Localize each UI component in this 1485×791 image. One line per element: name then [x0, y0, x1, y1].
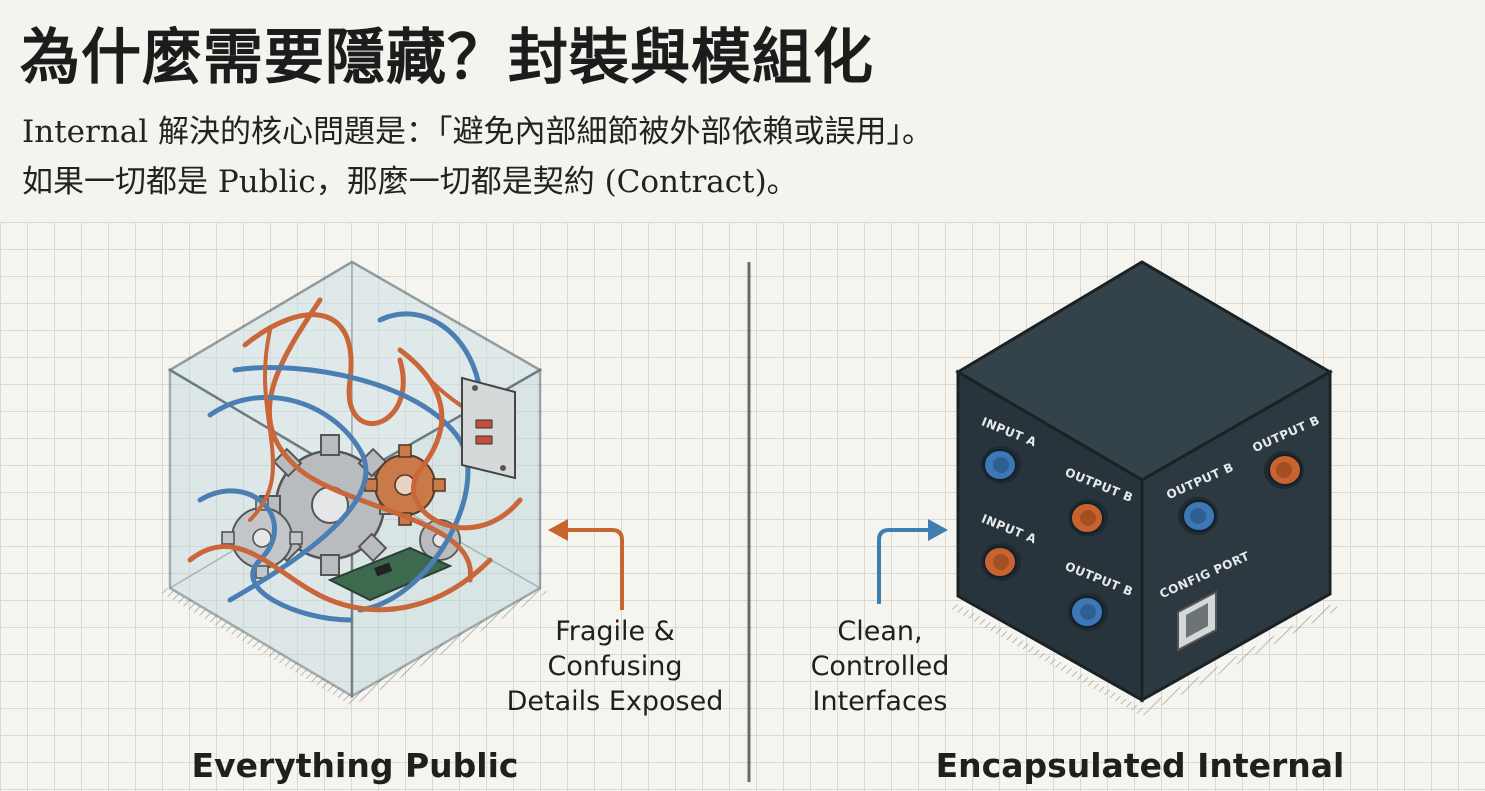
- right-caption: Encapsulated Internal: [935, 746, 1345, 785]
- page-title: 為什麼需要隱藏？封裝與模組化: [20, 23, 874, 93]
- left-arrow: [560, 528, 624, 610]
- port-output-b-3-icon: [1178, 497, 1218, 535]
- config-port-icon: [1177, 590, 1217, 652]
- left-caption: Everything Public: [191, 746, 519, 785]
- subtitle-line-2: 如果一切都是 Public，那麼一切都是契約 (Contract)。: [22, 164, 798, 200]
- port-output-b-1-icon: [1068, 499, 1108, 537]
- port-input-a-2-icon: [981, 543, 1021, 581]
- right-note-line-3: Interfaces: [812, 686, 948, 717]
- subtitle-line-1: Internal 解決的核心問題是：「避免內部細節被外部依賴或誤用」。: [22, 114, 934, 150]
- connector-plate: [461, 376, 516, 480]
- dark-cube: [950, 260, 1340, 716]
- header: 為什麼需要隱藏？封裝與模組化 Internal 解決的核心問題是：「避免內部細節…: [0, 0, 1485, 222]
- right-note: Clean, Controlled Interfaces: [790, 614, 970, 719]
- port-output-b-4-icon: [1264, 451, 1304, 489]
- left-note: Fragile & Confusing Details Exposed: [505, 614, 725, 719]
- left-note-line-3: Details Exposed: [506, 686, 724, 717]
- port-output-b-2-icon: [1068, 593, 1108, 631]
- right-note-line-1: Clean,: [837, 616, 923, 647]
- right-note-line-2: Controlled: [810, 651, 950, 682]
- left-note-line-2: Confusing: [547, 651, 683, 682]
- port-input-a-1-icon: [981, 446, 1021, 484]
- left-note-line-1: Fragile &: [555, 616, 675, 647]
- right-arrow: [877, 528, 935, 604]
